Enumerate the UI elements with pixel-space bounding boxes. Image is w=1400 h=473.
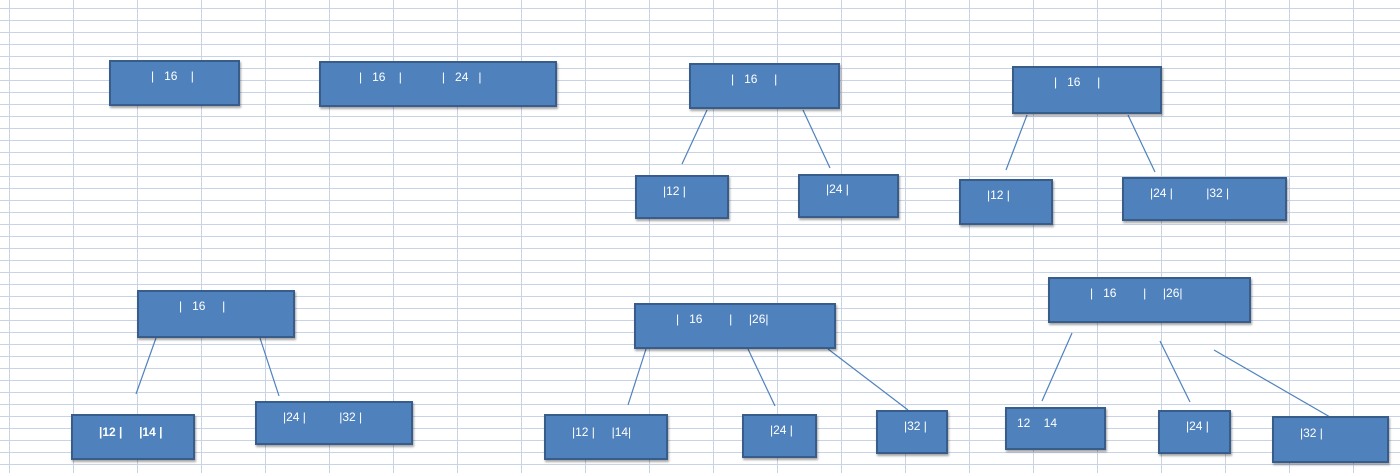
- node-leaf-12-14: |12 | |14 |: [71, 414, 195, 460]
- node-label: | 16 | | 24 |: [359, 70, 482, 84]
- edge-n16-n18: [1159, 340, 1191, 403]
- edge-n12-n15: [827, 348, 909, 411]
- node-label: |24 | |32 |: [283, 410, 363, 424]
- node-leaf-12: |12 |: [959, 179, 1053, 225]
- edge-n9-n10: [135, 337, 157, 395]
- node-root-16: | 16 |: [689, 63, 840, 109]
- edge-n3-n5: [802, 109, 831, 169]
- node-leaf-32: |32 |: [1272, 416, 1389, 463]
- node-root-16: | 16 |: [137, 290, 295, 338]
- node-root-16-26: | 16 | |26|: [634, 303, 836, 349]
- node-label: |24 |: [1186, 419, 1209, 433]
- node-label: |24 | |32 |: [1150, 186, 1230, 200]
- edge-n6-n8: [1127, 114, 1156, 173]
- edge-n12-n13: [627, 348, 647, 406]
- edge-n9-n11: [259, 337, 280, 397]
- node-leaf-32: |32 |: [876, 410, 948, 454]
- node-leaf-24-32: |24 | |32 |: [255, 401, 413, 445]
- node-label: | 16 |: [731, 72, 778, 86]
- node-root-16-24: | 16 | | 24 |: [319, 61, 557, 107]
- node-leaf-24: |24 |: [1158, 410, 1231, 454]
- edge-n16-n17: [1041, 332, 1073, 402]
- node-root-16: | 16 |: [109, 60, 240, 106]
- node-label: |12 | |14|: [572, 425, 632, 439]
- node-label: | 16 |: [151, 69, 194, 83]
- edge-n16-n19: [1213, 349, 1331, 418]
- edge-n12-n14: [747, 348, 776, 407]
- node-leaf-24-32: |24 | |32 |: [1122, 177, 1287, 221]
- edge-n6-n7: [1005, 114, 1028, 171]
- node-label: |12 |: [987, 188, 1010, 202]
- node-leaf-24: |24 |: [742, 414, 817, 458]
- node-label: |24 |: [770, 423, 793, 437]
- node-label: |32 |: [904, 419, 927, 433]
- node-leaf-24: |24 |: [798, 174, 899, 218]
- node-leaf-12-14: |12 | |14|: [544, 414, 668, 460]
- node-label: | 16 |: [179, 299, 226, 313]
- node-label: |12 |: [663, 184, 686, 198]
- node-leaf-12: |12 |: [635, 175, 729, 219]
- node-leaf-12-14: 12 14: [1005, 407, 1106, 450]
- node-label: |24 |: [826, 182, 849, 196]
- node-root-16-26: | 16 | |26|: [1048, 277, 1251, 323]
- node-label: 12 14: [1017, 416, 1058, 430]
- node-root-16: | 16 |: [1012, 66, 1162, 114]
- edge-n3-n4: [681, 109, 708, 165]
- node-label: |32 |: [1300, 426, 1323, 440]
- node-label: | 16 | |26|: [676, 312, 769, 326]
- node-label: | 16 | |26|: [1090, 286, 1183, 300]
- node-label: | 16 |: [1054, 75, 1101, 89]
- node-label: |12 | |14 |: [99, 425, 163, 439]
